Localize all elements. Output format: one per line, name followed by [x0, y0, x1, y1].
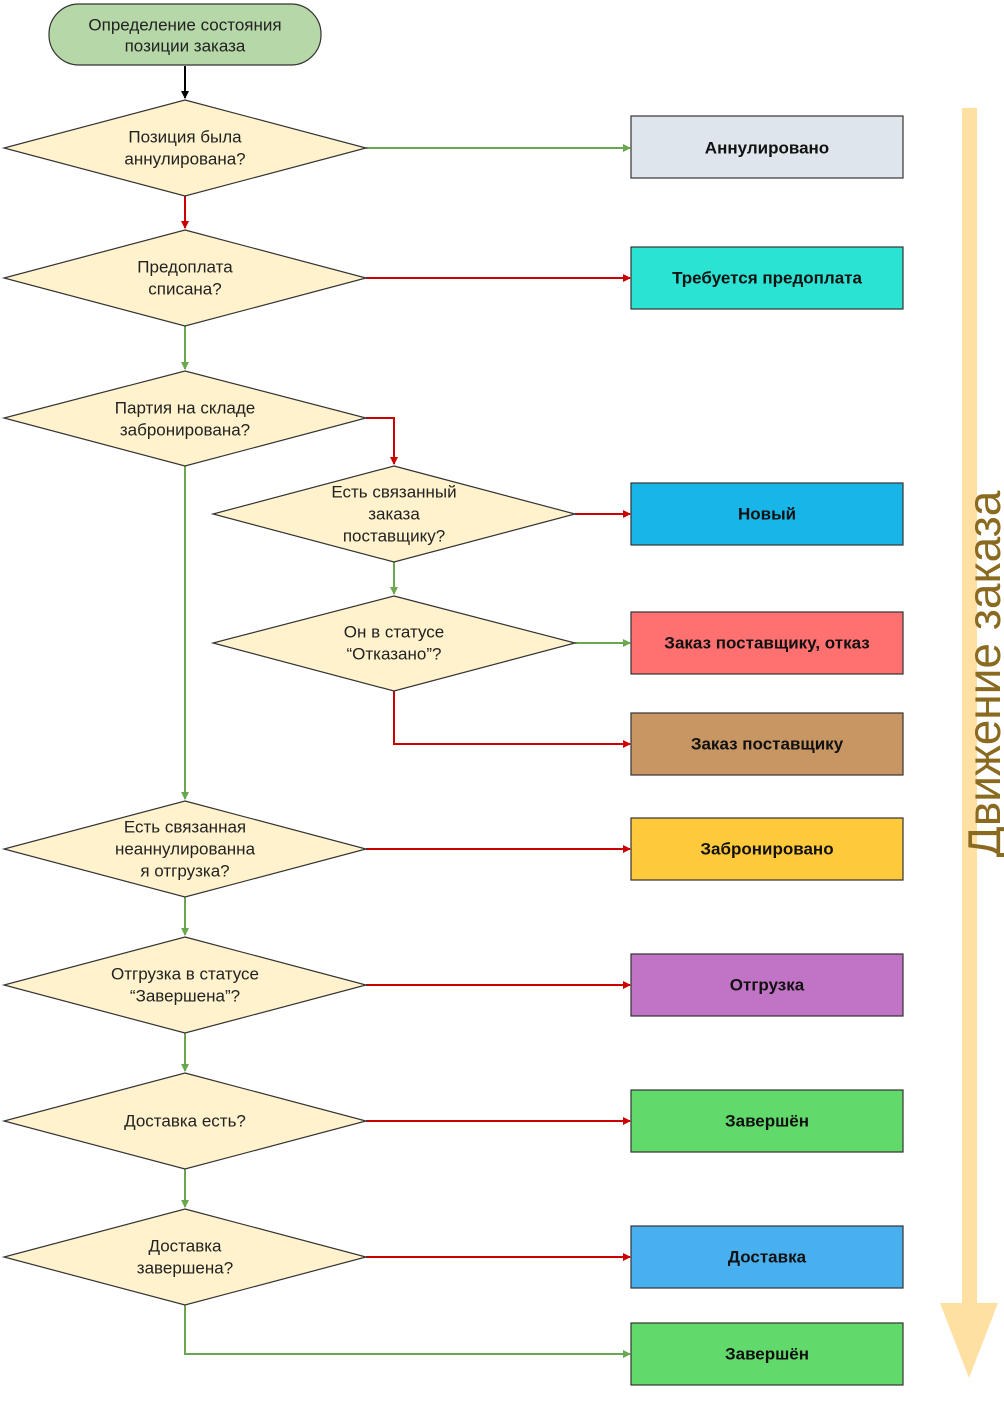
decision-text: неаннулированна — [115, 840, 256, 859]
status-label: Доставка — [728, 1248, 807, 1267]
decision-text: забронирована? — [120, 421, 250, 440]
status-label: Аннулировано — [705, 139, 829, 158]
decision-text: Есть связанная — [124, 818, 246, 837]
decision-text: “Отказано”? — [347, 645, 442, 664]
status-label: Отгрузка — [730, 976, 805, 995]
decision-text: завершена? — [137, 1259, 233, 1278]
decision-text: заказа — [368, 505, 420, 524]
status-done-1: Завершён — [630, 1089, 904, 1153]
decision-text: Есть связанный — [331, 483, 456, 502]
decision-reserved: Партия на складе забронирована? — [1, 370, 369, 467]
decision-text: Партия на складе — [115, 399, 255, 418]
status-new: Новый — [630, 482, 904, 546]
status-label: Требуется предоплата — [672, 269, 862, 288]
status-done-2: Завершён — [630, 1322, 904, 1386]
decision-shipment: Есть связанная неаннулированна я отгрузк… — [1, 800, 369, 898]
decision-shipment-done: Отгрузка в статусе “Завершена”? — [1, 936, 369, 1034]
decision-text: поставщику? — [343, 527, 445, 546]
decision-delivery-done: Доставка завершена? — [1, 1208, 369, 1306]
status-supplier-reject: Заказ поставщику, отказ — [630, 611, 904, 675]
start-node: Определение состояния позиции заказа — [48, 3, 322, 66]
side-arrow-head — [940, 1303, 998, 1378]
connectors — [181, 66, 631, 1358]
status-prepay-required: Требуется предоплата — [630, 246, 904, 310]
status-booked: Забронировано — [630, 817, 904, 881]
decision-text: Позиция была — [128, 128, 242, 147]
status-label: Завершён — [725, 1112, 809, 1131]
no-arrow-supplier-order-status — [393, 691, 631, 748]
decision-text: Доставка есть? — [124, 1112, 246, 1131]
decision-cancelled: Позиция была аннулирована? — [1, 99, 369, 197]
status-shipping: Отгрузка — [630, 953, 904, 1017]
decision-text: я отгрузка? — [140, 862, 229, 881]
start-line-2: позиции заказа — [125, 37, 246, 56]
decision-text: Предоплата — [137, 258, 233, 277]
status-supplier-order: Заказ поставщику — [630, 712, 904, 776]
start-line-1: Определение состояния — [88, 16, 281, 35]
no-arrow-supplier-order — [366, 417, 398, 465]
decision-delivery: Доставка есть? — [1, 1072, 369, 1170]
status-annulled: Аннулировано — [630, 115, 904, 179]
side-arrow-shaft — [962, 108, 977, 1303]
order-flow-side-arrow: Движение заказа — [940, 108, 1004, 1378]
status-label: Новый — [738, 505, 796, 524]
status-delivery: Доставка — [630, 1225, 904, 1289]
decision-text: аннулирована? — [124, 150, 245, 169]
status-label: Заказ поставщику, отказ — [664, 634, 869, 653]
status-label: Заказ поставщику — [691, 735, 844, 754]
status-label: Забронировано — [700, 840, 833, 859]
decision-text: “Завершена”? — [130, 987, 240, 1006]
status-label: Завершён — [725, 1345, 809, 1364]
decision-text: Он в статусе — [344, 623, 445, 642]
decision-text: Отгрузка в статусе — [111, 965, 259, 984]
decision-supplier-order: Есть связанный заказа поставщику? — [210, 465, 578, 563]
decision-text: Доставка — [148, 1237, 222, 1256]
yes-arrow-done-final — [184, 1305, 631, 1358]
decision-prepayment: Предоплата списана? — [1, 229, 369, 327]
decision-text: списана? — [148, 280, 221, 299]
decision-rejected: Он в статусе “Отказано”? — [210, 595, 578, 692]
side-arrow-label: Движение заказа — [958, 490, 1004, 857]
